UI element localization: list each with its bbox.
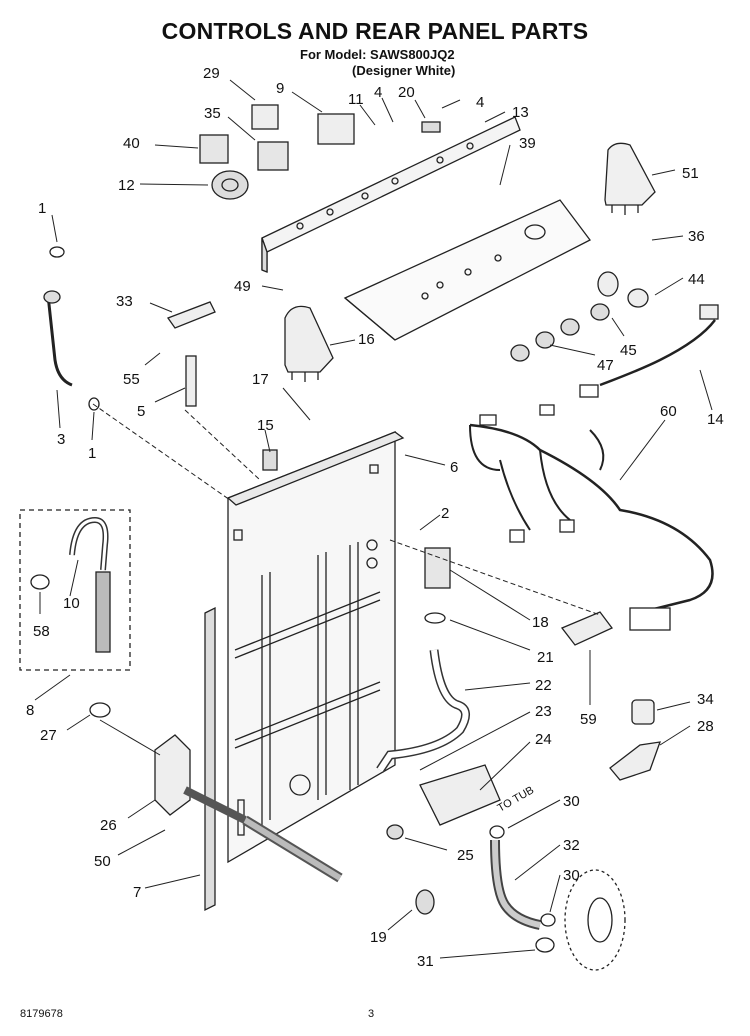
callout-29: 29 [203,65,220,82]
hoses [43,290,542,930]
callout-1b: 1 [88,445,96,462]
callout-14: 14 [707,411,724,428]
callout-8: 8 [26,702,34,719]
callout-30: 30 [563,793,580,810]
page-number: 3 [368,1008,375,1020]
callout-23: 23 [535,703,552,720]
model-line: For Model: SAWS800JQ2 [300,47,455,62]
callout-44: 44 [688,271,705,288]
callout-27: 27 [40,727,57,744]
document-number: 8179678 [20,1008,63,1020]
callout-34: 34 [697,691,714,708]
console-panel [261,116,521,273]
callout-17: 17 [252,371,269,388]
switches [199,104,441,200]
callout-22: 22 [535,677,552,694]
leader-lines [34,79,713,959]
callout-51: 51 [682,165,699,182]
callout-24: 24 [535,731,552,748]
callout-47: 47 [597,357,614,374]
callout-4: 4 [374,84,382,101]
callout-6: 6 [450,459,458,476]
callout-35: 35 [204,105,221,122]
callout-55: 55 [123,371,140,388]
callout-3: 3 [57,431,65,448]
callout-26: 26 [100,817,117,834]
callout-12: 12 [118,177,135,194]
page-title: CONTROLS AND REAR PANEL PARTS [161,18,589,44]
end-cap-left [284,305,334,382]
callout-19: 19 [370,929,387,946]
callout-60: 60 [660,403,677,420]
rear-panel [226,431,405,864]
color-line: (Designer White) [352,63,456,78]
pump-guard [154,734,191,816]
callout-2: 2 [441,505,449,522]
callout-40: 40 [123,135,140,152]
callout-5: 5 [137,403,145,420]
callout-10: 10 [63,595,80,612]
wire-harness [469,304,719,631]
callout-31: 31 [417,953,434,970]
callout-11: 11 [348,91,364,108]
callout-4b: 4 [476,94,484,111]
callout-7: 7 [133,884,141,901]
callout-21: 21 [537,649,554,666]
callout-9: 9 [276,80,284,97]
callout-25: 25 [457,847,474,864]
callout-15: 15 [257,417,274,434]
callout-32: 32 [563,837,580,854]
callout-30b: 30 [563,867,580,884]
callout-49: 49 [234,278,251,295]
callout-59: 59 [580,711,597,728]
callout-13: 13 [512,104,529,121]
callout-58: 58 [33,623,50,640]
callout-28: 28 [697,718,714,735]
callout-36: 36 [688,228,705,245]
callout-45: 45 [620,342,637,359]
callout-18: 18 [532,614,549,631]
to-tub-label: TO TUB [496,784,537,814]
callout-33: 33 [116,293,133,310]
callout-16: 16 [358,331,375,348]
side-trim [204,606,216,912]
callout-39: 39 [519,135,536,152]
callout-1: 1 [38,200,46,217]
callout-50: 50 [94,853,111,870]
callout-labels: 29 9 11 4 20 4 13 35 40 39 51 12 1 36 44… [26,65,724,970]
console-rear [343,199,591,341]
knobs [510,271,649,362]
end-cap-right [604,142,656,215]
callout-20: 20 [398,84,415,101]
